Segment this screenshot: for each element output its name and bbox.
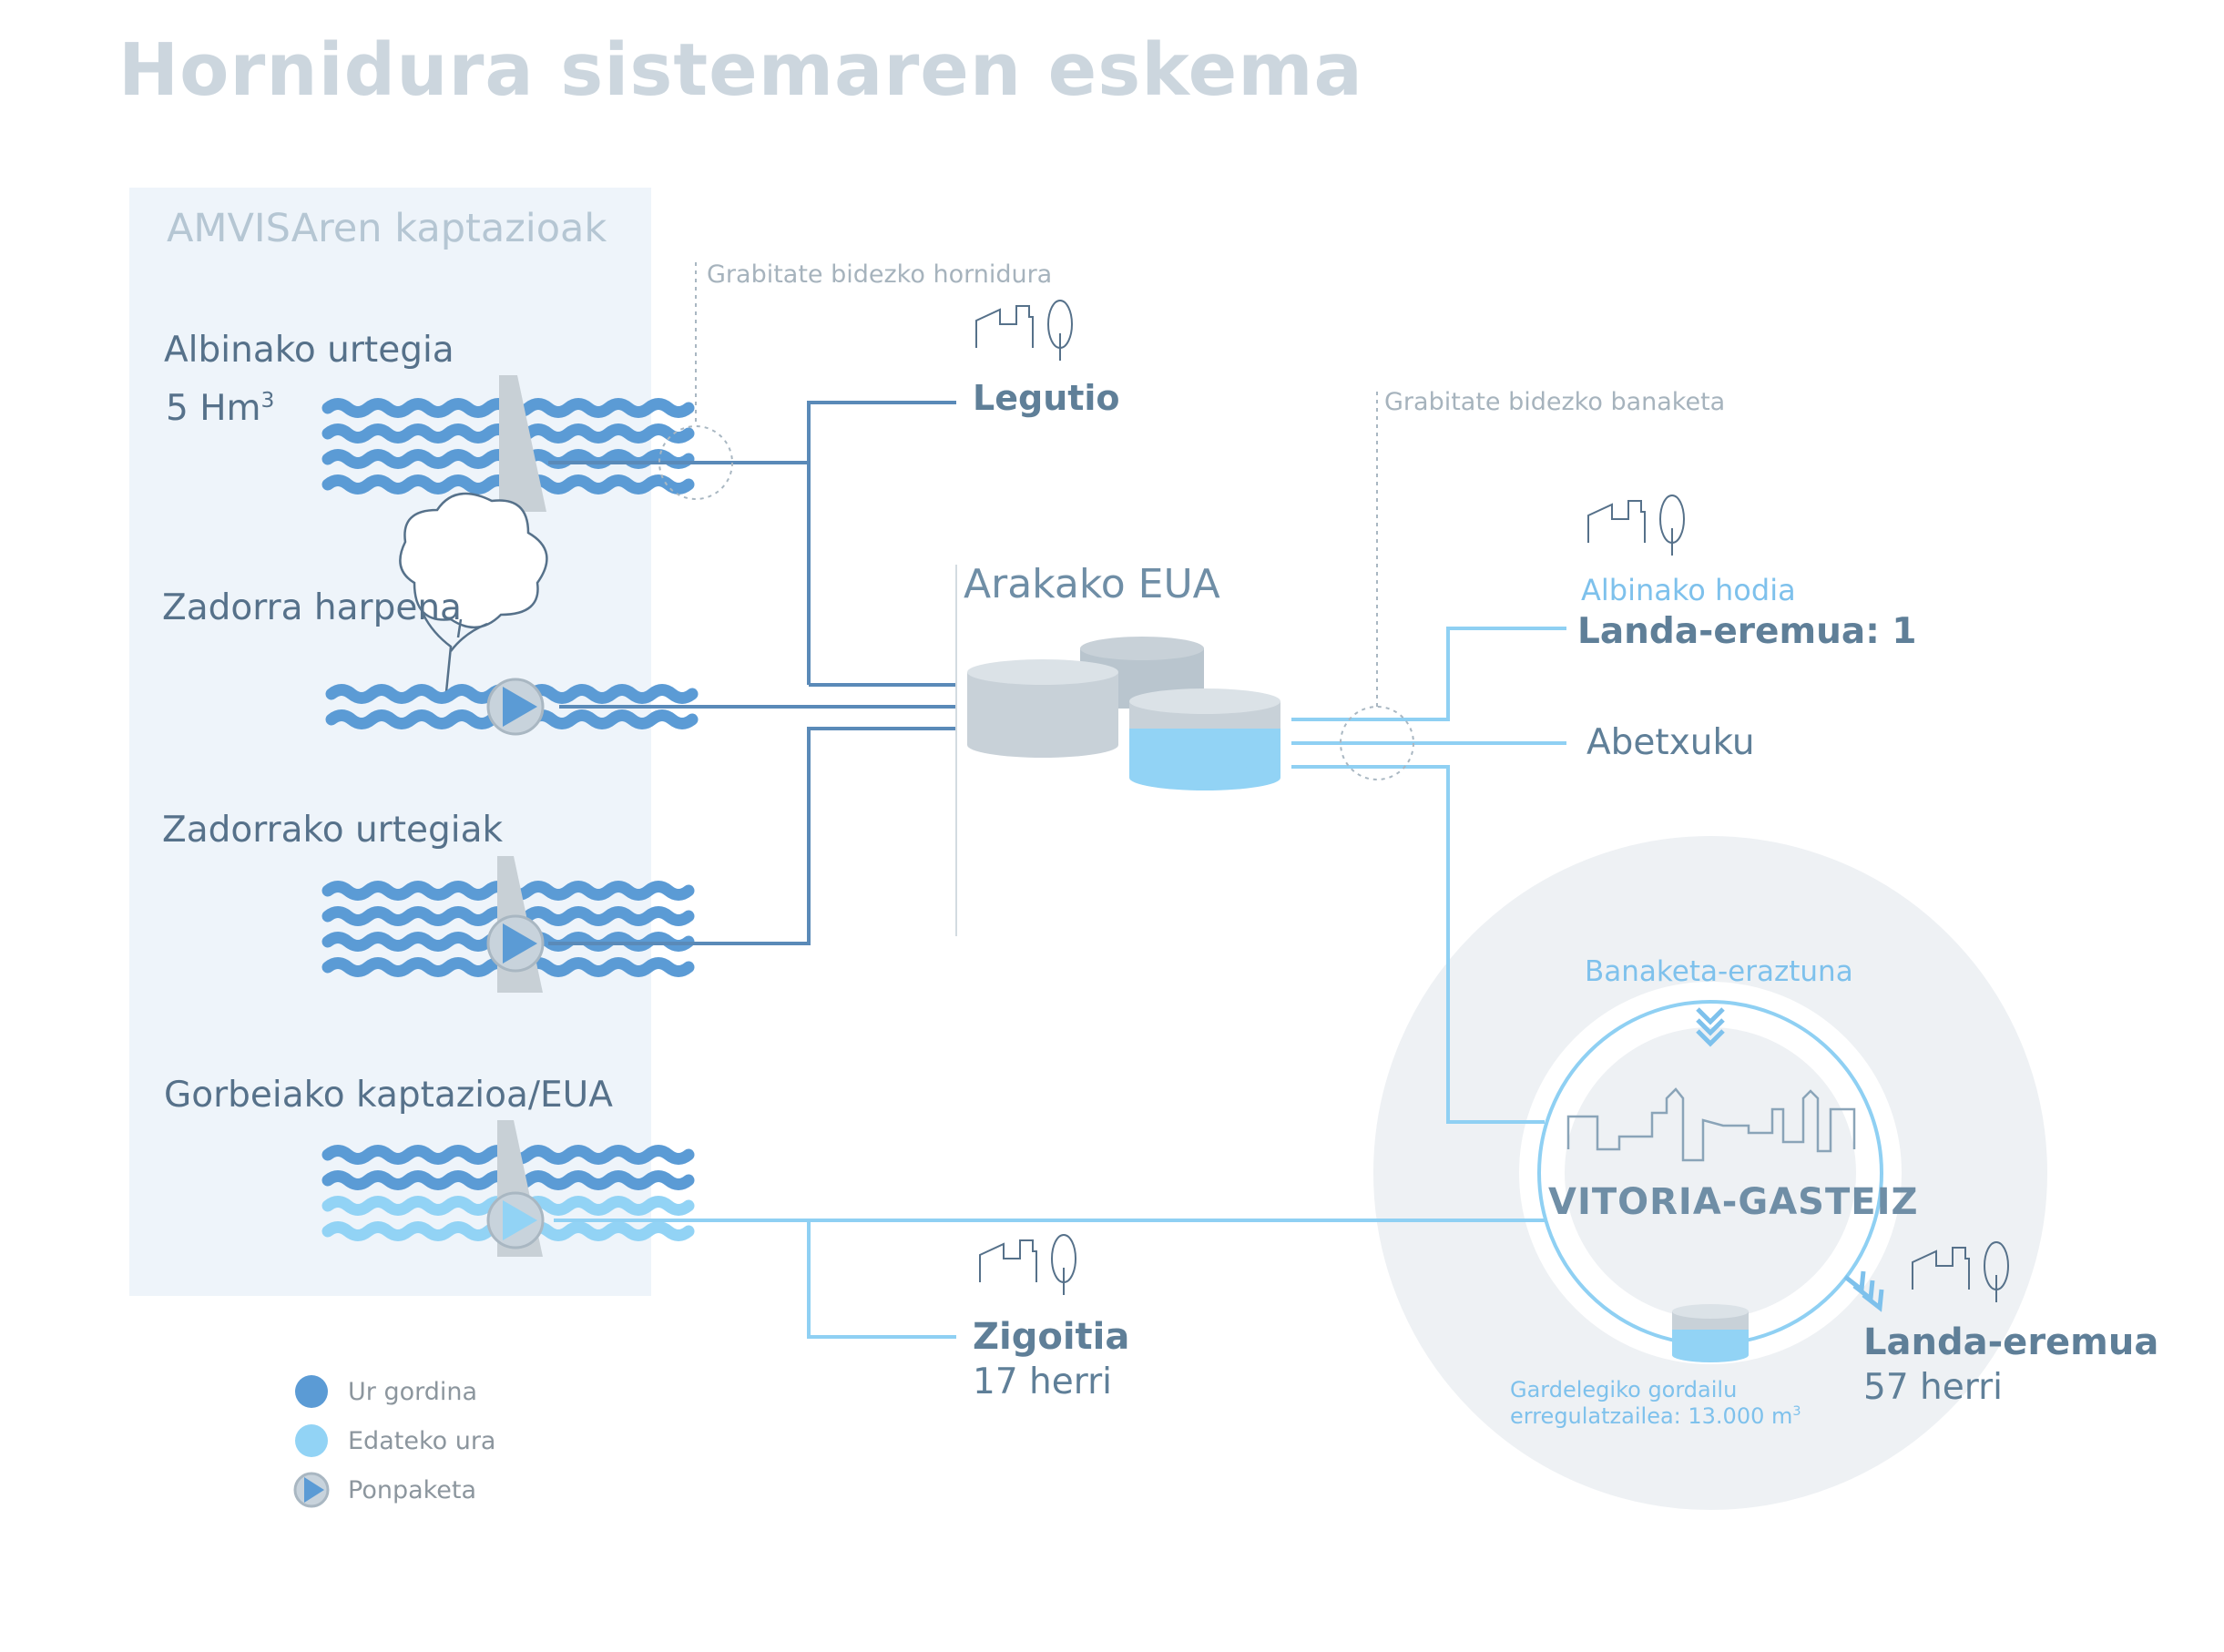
drinking-water-pipes <box>554 627 1566 1339</box>
city-outer-ring <box>1373 836 2047 1510</box>
zigoitia-count: 17 herri <box>973 1361 1112 1402</box>
panel-title: AMVISAren kaptazioak <box>167 206 607 251</box>
landa-eremua-2-label: Landa-eremua <box>1863 1321 2159 1363</box>
ring-outflow-chevrons <box>1843 1270 1884 1312</box>
gardelegi-tank-icon <box>1672 1304 1749 1362</box>
source-zadorra-harpena-label: Zadorra harpena <box>162 587 462 628</box>
legutio-label: Legutio <box>973 378 1120 418</box>
city-skyline-icon <box>1566 1087 1856 1162</box>
tree-icon <box>399 492 548 693</box>
pump-icon-zadorra-harpena <box>486 678 545 736</box>
source-albina-label: Albinako urtegia <box>164 330 454 371</box>
raw-water-pipes <box>548 401 956 945</box>
vitoria-gasteiz-label: VITORIA-GASTEIZ <box>1548 1181 1919 1223</box>
gardelegi-label: Gardelegiko gordailu erregulatzailea: 13… <box>1510 1377 1801 1429</box>
city-inner-disc <box>1565 1027 1856 1319</box>
legend-pumping-label: Ponpaketa <box>348 1476 477 1504</box>
page-title: Hornidura sistemaren eskema <box>118 28 1363 112</box>
arakako-eua-label: Arakako EUA <box>964 561 1220 607</box>
source-zadorra-urtegiak-label: Zadorrako urtegiak <box>162 810 504 851</box>
ring-down-chevrons <box>1696 1007 1725 1047</box>
abetxuku-label: Abetxuku <box>1586 722 1755 763</box>
albinako-hodia-label: Albinako hodia <box>1581 573 1796 607</box>
sources-panel <box>129 188 651 1296</box>
pump-icon-gorbeia <box>486 1191 545 1249</box>
landa-eremua-2-count: 57 herri <box>1863 1367 2003 1408</box>
gravity-distribution-label: Grabitate bidezko banaketa <box>1384 388 1726 416</box>
source-gorbeia-label: Gorbeiako kaptazioa/EUA <box>164 1075 613 1116</box>
zigoitia-label: Zigoitia <box>973 1316 1130 1358</box>
landa-eremua-1-label: Landa-eremua: 1 <box>1577 611 1917 652</box>
albina-dam-icon <box>499 375 546 512</box>
legend-drinking-water-dot <box>295 1424 328 1457</box>
treatment-tanks-icon <box>967 637 1280 790</box>
gravity-supply-label: Grabitate bidezko hornidura <box>707 260 1053 289</box>
gravity-markers <box>658 262 1414 780</box>
source-albina-volume: 5 Hm3 <box>166 387 275 429</box>
legend-raw-water-label: Ur gordina <box>348 1378 478 1406</box>
legend-pump-icon <box>293 1472 330 1508</box>
legend-drinking-water-label: Edateko ura <box>348 1427 496 1455</box>
pump-icon-zadorra-urtegiak <box>486 914 545 973</box>
legend-raw-water-dot <box>295 1375 328 1408</box>
banaketa-eraztuna-label: Banaketa-eraztuna <box>1585 955 1853 988</box>
